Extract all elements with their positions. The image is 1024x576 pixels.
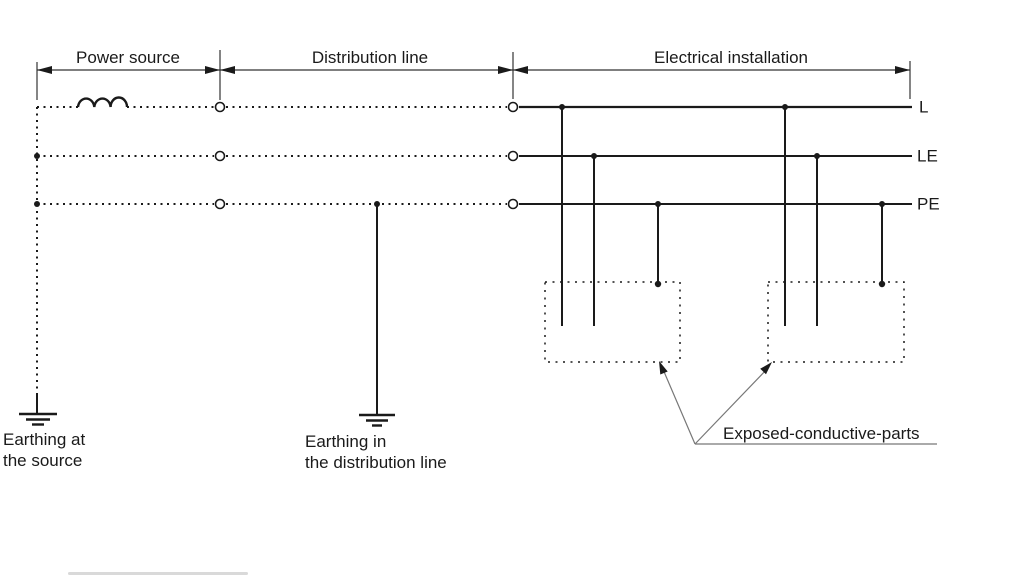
footer-bar <box>68 572 248 575</box>
earthing-source-label: Earthing at the source <box>3 429 85 471</box>
earthing-distribution-label-line2: the distribution line <box>305 453 447 472</box>
junction-dots-source <box>34 153 40 207</box>
inductor-coil-icon <box>76 96 129 108</box>
junction-dot-distribution <box>374 201 380 207</box>
exposed-part-box-right <box>767 281 905 363</box>
installation-drops <box>561 107 883 326</box>
dimension-arrowheads <box>37 66 910 74</box>
exposed-part-box-left <box>544 281 681 363</box>
section-label-distribution-line: Distribution line <box>311 48 429 67</box>
dimension-bar <box>36 50 911 100</box>
leader-arrowhead-left <box>659 361 668 375</box>
earth-ground-icon-source <box>19 412 57 426</box>
section-label-electrical-installation: Electrical installation <box>653 48 809 67</box>
exposed-conductive-parts-label: Exposed-conductive-parts <box>723 424 920 443</box>
earth-ground-icon-distribution <box>359 413 395 427</box>
leader-arrowhead-right <box>760 362 772 375</box>
earthing-source-label-line2: the source <box>3 451 83 470</box>
terminal-node-icons <box>214 101 519 210</box>
conductor-label-l: L <box>919 97 929 117</box>
section-label-power-source: Power source <box>76 48 180 67</box>
conductor-label-le: LE <box>917 146 938 166</box>
earthing-distribution-label-line1: Earthing in <box>305 432 387 451</box>
exposed-parts-leader <box>659 361 937 445</box>
earthing-source-branch <box>19 107 57 426</box>
earthing-distribution-label: Earthing in the distribution line <box>305 431 447 473</box>
conductor-l-line <box>37 96 912 109</box>
conductor-label-pe: PE <box>917 194 940 214</box>
earthing-distribution-branch <box>359 204 395 427</box>
junction-dots-installation <box>559 104 886 288</box>
earthing-source-label-line1: Earthing at <box>3 430 86 449</box>
